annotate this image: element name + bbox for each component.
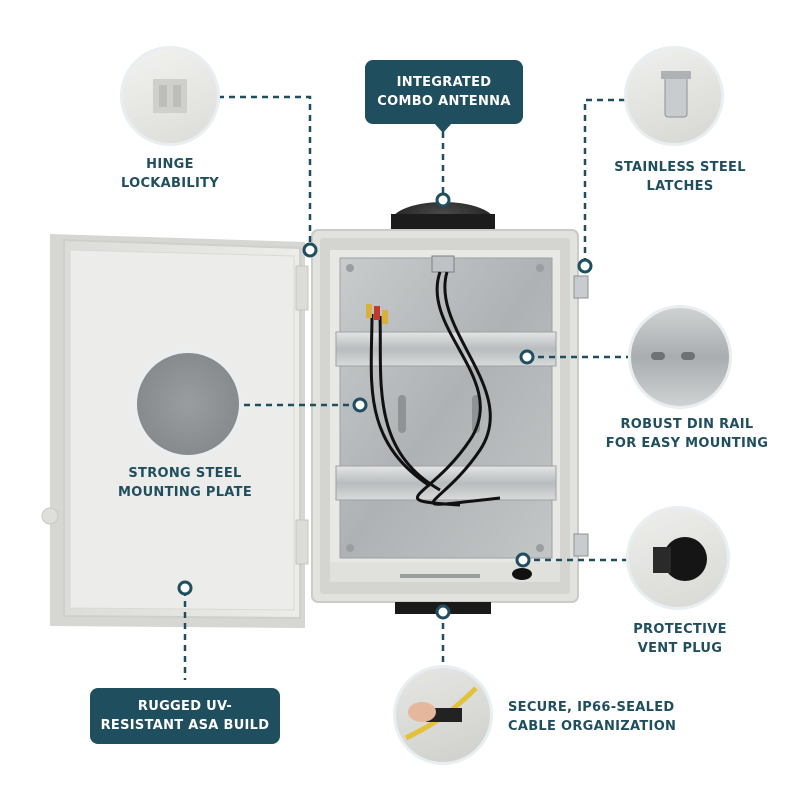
connector-lines [183, 95, 628, 680]
callout-dots [177, 192, 593, 620]
build-label: RUGGED UV-RESISTANT ASA BUILD [90, 688, 280, 744]
vent-plug-detail-image [626, 506, 730, 610]
plate-detail-image [134, 350, 242, 458]
enclosure-body [311, 229, 589, 614]
cable-detail-image [393, 665, 493, 765]
din-rail-detail-image [628, 305, 732, 409]
latch-detail-image [624, 46, 724, 146]
hinge-detail-image [120, 46, 220, 146]
